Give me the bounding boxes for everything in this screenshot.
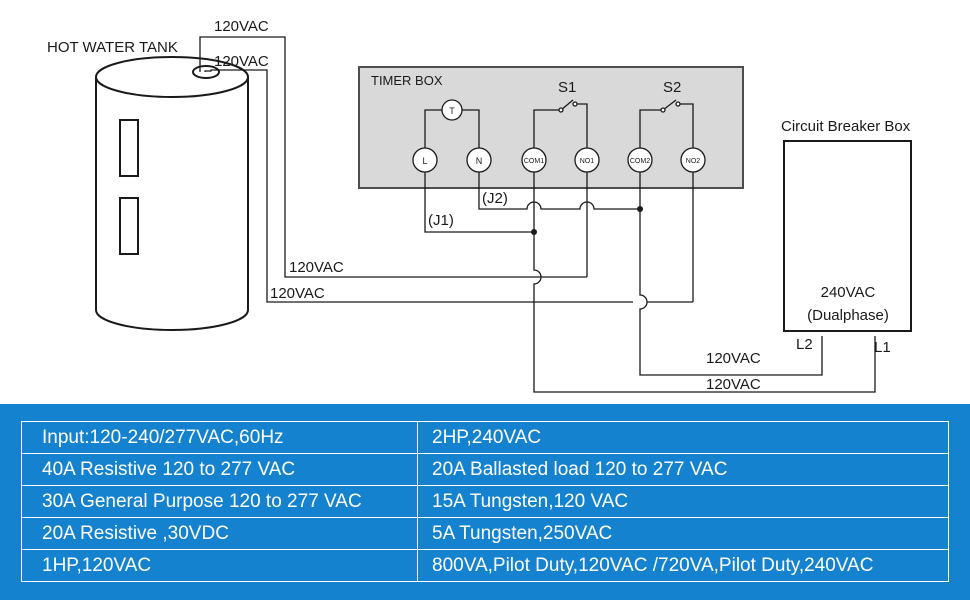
tank-wires: [199, 36, 517, 303]
svg-text:L: L: [422, 156, 427, 166]
specs-table: Input:120-240/277VAC,60Hz 2HP,240VAC 40A…: [21, 421, 949, 582]
terminal-n: N: [466, 147, 492, 173]
circuit-breaker-box: [783, 140, 912, 332]
timer-internal-wiring: [424, 103, 694, 148]
jumper-j2-label: (J2): [482, 190, 508, 207]
terminal-t: T: [441, 99, 463, 121]
svg-text:COM2: COM2: [630, 158, 650, 165]
terminal-l2-label: L2: [796, 336, 813, 353]
svg-text:COM1: COM1: [524, 158, 544, 165]
table-row: 1HP,120VAC 800VA,Pilot Duty,120VAC /720V…: [21, 549, 949, 582]
svg-text:N: N: [476, 156, 483, 166]
spec-cell: 20A Resistive ,30VDC: [21, 517, 418, 550]
voltage-label-bottom-lower: 120VAC: [706, 376, 761, 393]
terminal-no2: NO2: [680, 147, 706, 173]
terminal-l: L: [412, 147, 438, 173]
spec-cell: 1HP,120VAC: [21, 549, 418, 582]
table-row: 30A General Purpose 120 to 277 VAC 15A T…: [21, 485, 949, 518]
switch-s1-contacts: [558, 99, 578, 113]
switch-s2-label: S2: [663, 79, 681, 96]
spec-cell: 800VA,Pilot Duty,120VAC /720VA,Pilot Dut…: [417, 549, 949, 582]
spec-cell: 15A Tungsten,120 VAC: [417, 485, 949, 518]
hot-water-tank-label: HOT WATER TANK: [47, 39, 178, 56]
wiring-diagram: HOT WATER TANK 120VAC 120VAC 120VAC 120V…: [47, 18, 912, 393]
spec-cell: 5A Tungsten,250VAC: [417, 517, 949, 550]
spec-cell: Input:120-240/277VAC,60Hz: [21, 421, 418, 454]
terminal-com1: COM1: [521, 147, 547, 173]
circuit-breaker-label: Circuit Breaker Box: [781, 118, 911, 135]
terminal-com2: COM2: [627, 147, 653, 173]
table-row: Input:120-240/277VAC,60Hz 2HP,240VAC: [21, 421, 949, 454]
table-row: 20A Resistive ,30VDC 5A Tungsten,250VAC: [21, 517, 949, 550]
spec-cell: 30A General Purpose 120 to 277 VAC: [21, 485, 418, 518]
svg-text:T: T: [449, 106, 455, 116]
voltage-label-top-outer: 120VAC: [214, 18, 269, 35]
breaker-voltage: 240VAC: [821, 284, 876, 301]
spec-cell: 20A Ballasted load 120 to 277 VAC: [417, 453, 949, 486]
jumper-j1-label: (J1): [428, 212, 454, 229]
breaker-phase: (Dualphase): [807, 307, 889, 324]
spec-cell: 2HP,240VAC: [417, 421, 949, 454]
junction-dots: [531, 206, 643, 235]
voltage-label-mid-lower: 120VAC: [270, 285, 325, 302]
external-wiring: [424, 172, 876, 393]
switch-s1-label: S1: [558, 79, 576, 96]
hot-water-tank: [95, 56, 249, 331]
voltage-label-mid-upper: 120VAC: [289, 259, 344, 276]
spec-cell: 40A Resistive 120 to 277 VAC: [21, 453, 418, 486]
voltage-label-top-inner: 120VAC: [214, 53, 269, 70]
svg-text:NO2: NO2: [686, 158, 701, 165]
terminal-l1-label: L1: [874, 339, 891, 356]
voltage-label-bottom-upper: 120VAC: [706, 350, 761, 367]
timer-box-label: TIMER BOX: [371, 73, 443, 88]
svg-text:NO1: NO1: [580, 158, 595, 165]
terminal-no1: NO1: [574, 147, 600, 173]
table-row: 40A Resistive 120 to 277 VAC 20A Ballast…: [21, 453, 949, 486]
switch-s2-contacts: [660, 99, 681, 113]
